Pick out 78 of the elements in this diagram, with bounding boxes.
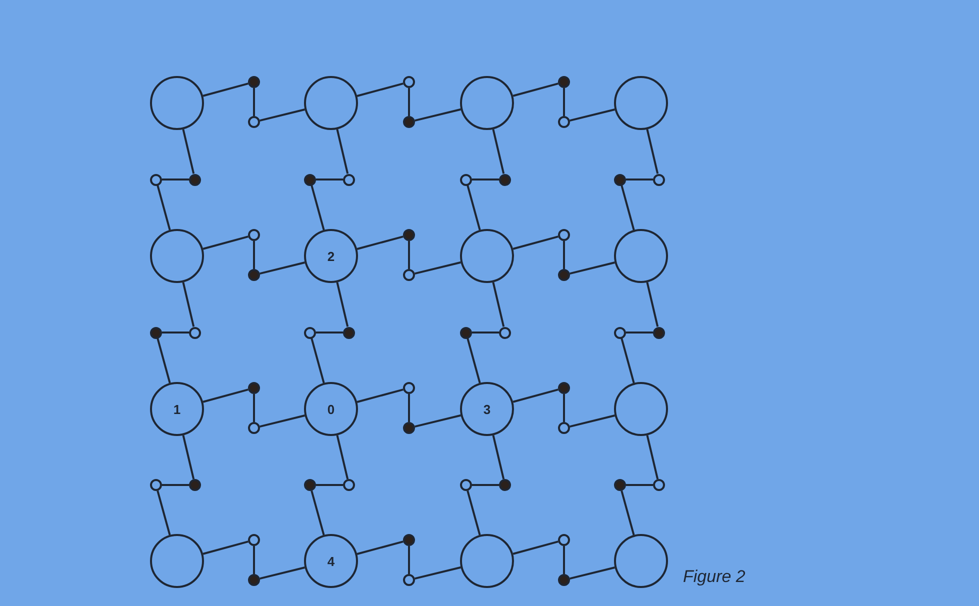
connector-line [472, 332, 499, 334]
connector-line [356, 236, 404, 250]
connector-line [310, 185, 325, 230]
connector-line [626, 484, 653, 486]
connector-line [162, 332, 189, 334]
connector-line [356, 388, 404, 403]
figure-caption: Figure 2 [683, 566, 746, 588]
connector-line [646, 129, 659, 174]
connector-line [620, 490, 635, 536]
connector-line [563, 546, 565, 574]
connector-line [414, 261, 461, 275]
node-number: 1 [173, 402, 181, 416]
connector-line [570, 566, 616, 580]
node-number: 4 [327, 554, 335, 568]
connector-line [570, 414, 616, 428]
connector-line [253, 241, 255, 269]
connector-line [472, 178, 499, 180]
connector-line [316, 484, 343, 486]
connector-line [492, 129, 505, 174]
connector-line [260, 108, 306, 122]
connector-line [414, 566, 461, 580]
connector-line [162, 484, 189, 486]
node-number: 0 [327, 402, 335, 416]
connector-line [202, 388, 248, 403]
connector-line [512, 540, 558, 555]
connector-line [202, 236, 248, 250]
connector-line [414, 414, 461, 428]
connector-line [408, 546, 410, 574]
connector-line [512, 236, 558, 250]
connector-line [202, 540, 248, 555]
connector-line [310, 338, 325, 384]
connector-line [492, 435, 505, 480]
connector-line [570, 262, 616, 275]
connector-line [626, 332, 653, 334]
connector-line [156, 490, 171, 536]
connector-line [563, 88, 565, 116]
connector-line [202, 82, 248, 97]
connector-line [646, 435, 659, 480]
connector-line [626, 178, 653, 180]
connector-line [253, 394, 255, 422]
connector-line [316, 332, 343, 334]
connector-line [260, 414, 306, 428]
connector-line [253, 88, 255, 116]
connector-line [466, 338, 481, 384]
connector-line [336, 129, 349, 174]
connector-line [336, 282, 349, 327]
node-number: 3 [483, 402, 491, 416]
connector-line [182, 282, 195, 327]
connector-line [182, 129, 195, 174]
connector-line [472, 484, 499, 486]
connector-line [156, 185, 171, 230]
connector-line [563, 241, 565, 269]
connector-line [414, 108, 461, 122]
connector-line [260, 262, 306, 275]
connector-line [563, 394, 565, 422]
node-number: 2 [327, 250, 335, 262]
connector-line [512, 388, 558, 403]
connector-line [408, 241, 410, 269]
connector-line [253, 546, 255, 574]
connector-line [570, 108, 616, 122]
connector-line [466, 490, 481, 536]
connector-line [408, 394, 410, 422]
connector-line [156, 338, 171, 384]
connector-line [260, 566, 306, 580]
connector-line [356, 540, 404, 555]
connector-line [162, 178, 189, 180]
connector-line [356, 82, 404, 97]
connector-line [646, 282, 659, 327]
connector-line [492, 282, 505, 327]
connector-line [316, 178, 343, 180]
connector-line [620, 338, 635, 384]
connector-line [466, 185, 481, 230]
connector-line [336, 435, 349, 480]
connector-line [620, 185, 635, 230]
connector-line [310, 490, 325, 536]
connector-line [408, 88, 410, 116]
connector-line [512, 82, 558, 97]
connector-line [182, 435, 195, 480]
